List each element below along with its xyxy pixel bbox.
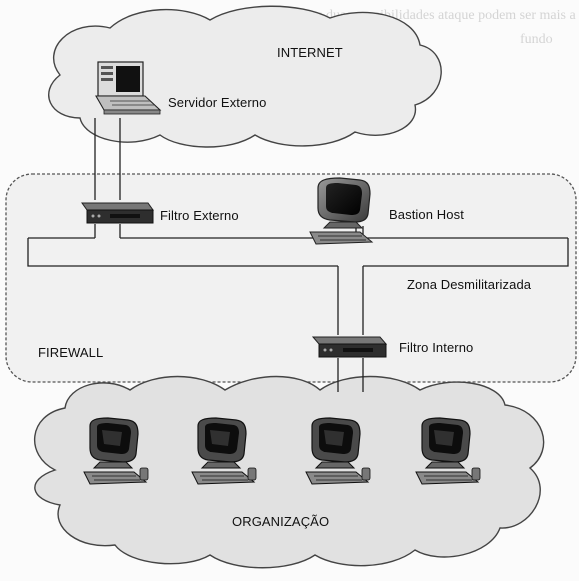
workstation-computer-icon	[305, 417, 371, 485]
zona-desmilitarizada-label: Zona Desmilitarizada	[407, 277, 532, 292]
workstation-computer-icon	[83, 417, 149, 485]
internet-label: INTERNET	[277, 45, 343, 60]
external-filter-router-icon	[81, 202, 154, 224]
servidor-externo-label: Servidor Externo	[168, 95, 267, 110]
connection-lines	[27, 118, 569, 392]
server-laptop-icon	[95, 61, 162, 115]
organization-cloud	[33, 375, 545, 569]
internal-filter-router-icon	[311, 336, 388, 358]
bastion-host-computer-icon	[309, 177, 374, 245]
firewall-zone	[5, 173, 577, 383]
bastion-host-label: Bastion Host	[389, 207, 464, 222]
filtro-externo-label: Filtro Externo	[160, 208, 239, 223]
background-text-line2: fundo	[520, 32, 553, 47]
workstation-computer-icon	[415, 417, 481, 485]
workstation-computer-icon	[191, 417, 257, 485]
filtro-interno-label: Filtro Interno	[399, 340, 474, 355]
organizacao-label: ORGANIZAÇÃO	[232, 514, 330, 529]
firewall-label: FIREWALL	[38, 345, 104, 360]
